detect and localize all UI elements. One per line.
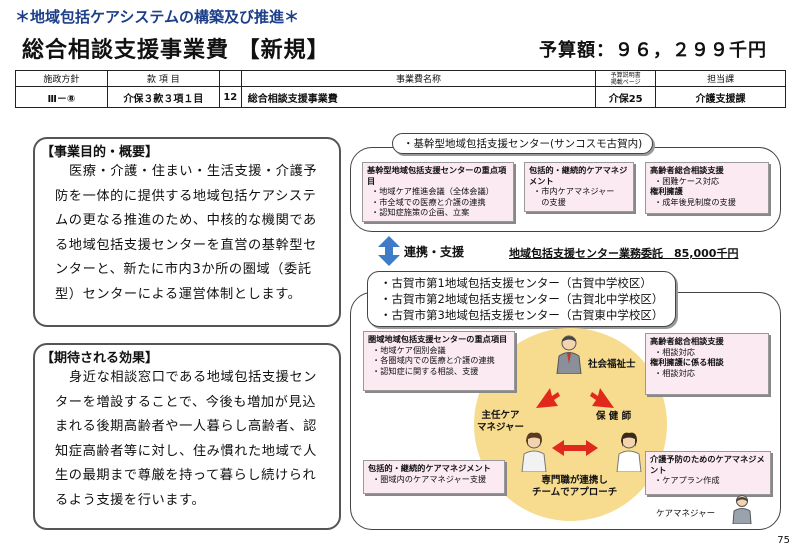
- area-box-priorities-title: 圏域地域包括支援センターの重点項目: [368, 334, 508, 344]
- info-table: 施政方針 款 項 目 事業費名称 予算説明書 掲載ページ 担当課 Ⅲ－⑧ 介保３…: [15, 70, 786, 108]
- core-box-care-management-item: ・市内ケアマネジャー: [533, 186, 615, 196]
- area-box-priorities-item: ・地域ケア個別会議: [372, 344, 446, 355]
- area-box-consultation-item2: ・相談対応: [654, 367, 695, 378]
- header-department: 担当課: [655, 70, 786, 87]
- area-box-priorities-item: ・認知症に関する相談、支援: [372, 365, 479, 376]
- budget-amount: 予算額：９６，２９９千円: [539, 40, 767, 61]
- effects-heading: 【期待される効果】: [41, 351, 159, 366]
- page-number: 75: [777, 535, 790, 546]
- care-manager-icon: [732, 495, 752, 524]
- page-title: 総合相談支援事業費 【新規】: [22, 38, 330, 63]
- link-label: 連携・支援: [404, 245, 465, 259]
- nurse-icon: [616, 432, 642, 472]
- core-box-consultation: 高齢者総合相談支援 ・困難ケース対応 権利擁護 ・成年後見制度の支援: [645, 162, 769, 214]
- collaboration-arrows-icon: [536, 388, 614, 456]
- core-center-label: ・基幹型地域包括支援センター(サンコスモ古賀内): [392, 133, 654, 154]
- info-table-header: 施政方針 款 項 目 事業費名称 予算説明書 掲載ページ 担当課: [15, 70, 786, 87]
- header-project-name: 事業費名称: [240, 70, 597, 87]
- header-budget-page: 予算説明書 掲載ページ: [595, 70, 657, 87]
- area-box-care-management: 包括的・継続的ケアマネジメント ・圏域内のケアマネジャー支援: [363, 460, 505, 494]
- chief-care-manager-icon: [521, 432, 547, 472]
- area-box-consultation-title: 高齢者総合相談支援: [650, 336, 724, 346]
- core-box-priorities-title: 基幹型地域包括支援センターの重点項目: [367, 165, 507, 186]
- header-policy: 施政方針: [15, 70, 108, 87]
- effects-panel: 【期待される効果】 身近な相談窓口である地域包括支援センターを増設することで、今…: [33, 343, 341, 530]
- area-box-consultation-title2: 権利擁護に係る相談: [650, 357, 724, 367]
- core-box-consultation-title: 高齢者総合相談支援: [650, 165, 724, 175]
- area-box-priorities-item: ・各圏域内での医療と介護の連携: [372, 355, 495, 365]
- link-arrow-icon: [378, 236, 400, 266]
- header-number: [218, 70, 242, 87]
- area-box-prevention-item: ・ケアプラン作成: [654, 475, 720, 485]
- area-box-priorities: 圏域地域包括支援センターの重点項目 ・地域ケア個別会議 ・各圏域内での医療と介護…: [363, 331, 515, 391]
- contract-label: 地域包括支援センター業務委託 85,000千円: [509, 247, 739, 260]
- core-box-care-management-item: の支援: [533, 196, 566, 207]
- core-box-care-management-title: 包括的・継続的ケアマネジメント: [529, 165, 628, 186]
- core-box-consultation-title2: 権利擁護: [650, 186, 683, 196]
- purpose-heading: 【事業目的・概要】: [41, 145, 159, 160]
- cell-department: 介護支援課: [655, 86, 786, 108]
- cell-number: 12: [218, 86, 242, 108]
- area-center-3: ・古賀市第3地域包括支援センター（古賀東中学校区）: [380, 308, 664, 322]
- header-account: 款 項 目: [106, 70, 220, 87]
- area-box-consultation: 高齢者総合相談支援 ・相談対応 権利擁護に係る相談 ・相談対応: [645, 333, 769, 395]
- area-centers-list: ・古賀市第1地域包括支援センター（古賀中学校区） ・古賀市第2地域包括支援センタ…: [367, 271, 677, 327]
- area-box-care-management-item: ・圏域内のケアマネジャー支援: [372, 473, 487, 484]
- top-banner: ＊地域包括ケアシステムの構築及び推進＊: [15, 8, 299, 26]
- nurse-label: 保 健 師: [596, 411, 632, 422]
- purpose-panel: 【事業目的・概要】 医療・介護・住まい・生活支援・介護予防を一体的に提供する地域…: [33, 137, 341, 327]
- area-box-prevention-title: 介護予防のためのケアマネジメント: [650, 454, 765, 475]
- core-box-consultation-item: ・困難ケース対応: [654, 175, 720, 186]
- core-box-priorities-item: ・地域ケア推進会議（全体会議）: [371, 186, 494, 196]
- effects-body: 身近な相談窓口である地域包括支援センターを増設することで、今後も増加が見込まれる…: [55, 370, 318, 508]
- social-worker-label: 社会福祉士: [588, 359, 636, 370]
- core-box-priorities-item: ・市全域での医療と介護の連携: [371, 196, 486, 207]
- cell-project-name: 総合相談支援事業費: [240, 86, 597, 108]
- core-box-priorities: 基幹型地域包括支援センターの重点項目 ・地域ケア推進会議（全体会議） ・市全域で…: [362, 162, 514, 222]
- area-box-care-management-title: 包括的・継続的ケアマネジメント: [368, 463, 491, 473]
- core-box-priorities-item: ・認知症施策の企画、立案: [371, 207, 470, 217]
- cell-budget-page: 介保25: [595, 86, 657, 108]
- core-box-care-management: 包括的・継続的ケアマネジメント ・市内ケアマネジャー の支援: [524, 162, 634, 212]
- area-box-prevention: 介護予防のためのケアマネジメント ・ケアプラン作成: [645, 451, 771, 495]
- info-table-row: Ⅲ－⑧ 介保３款３項１目 12 総合相談支援事業費 介保25 介護支援課: [15, 86, 786, 108]
- area-center-1: ・古賀市第1地域包括支援センター（古賀中学校区）: [380, 276, 652, 290]
- area-center-2: ・古賀市第2地域包括支援センター（古賀北中学校区）: [380, 292, 664, 306]
- cell-account: 介保３款３項１目: [106, 86, 220, 108]
- cell-policy: Ⅲ－⑧: [15, 86, 108, 108]
- core-box-consultation-item2: ・成年後見制度の支援: [654, 196, 736, 207]
- team-approach-label: 専門職が連携し チームでアプローチ: [532, 475, 618, 498]
- social-worker-icon: [556, 335, 582, 374]
- area-box-consultation-item: ・相談対応: [654, 346, 695, 357]
- care-manager-label: ケアマネジャー: [656, 509, 716, 519]
- purpose-body: 医療・介護・住まい・生活支援・介護予防を一体的に提供する地域包括ケアシステムの更…: [55, 164, 318, 302]
- chief-care-manager-label: 主任ケア マネジャー: [477, 410, 525, 433]
